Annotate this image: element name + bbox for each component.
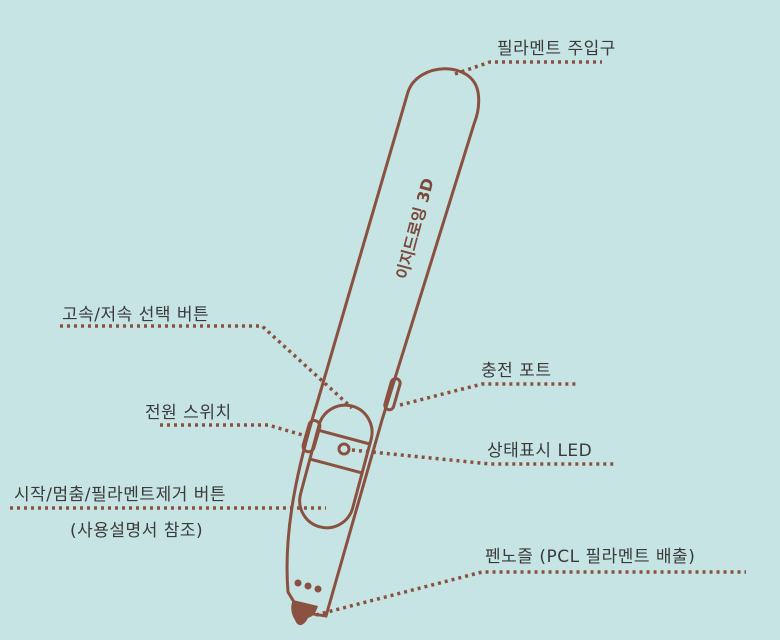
label-nozzle: 펜노즐 (PCL 필라멘트 배출) [485, 547, 696, 567]
leader-filament-inlet [454, 60, 602, 76]
label-speed-button: 고속/저속 선택 버튼 [62, 305, 210, 325]
label-start-stop-note: (사용설명서 참조) [70, 521, 204, 541]
label-start-stop-button: 시작/멈춤/필라멘트제거 버튼 [14, 485, 227, 505]
charge-port [383, 377, 402, 412]
nozzle-tip [291, 600, 318, 626]
label-status-led: 상태표시 LED [487, 441, 593, 461]
leader-lines [10, 60, 746, 617]
status-led [337, 442, 351, 456]
label-filament-inlet: 필라멘트 주입구 [497, 39, 616, 59]
leader-power-switch [160, 423, 307, 438]
label-charge-port: 충전 포트 [481, 361, 552, 381]
vent-dots [294, 579, 322, 593]
label-power-switch: 전원 스위치 [145, 403, 232, 423]
leader-nozzle [315, 570, 746, 617]
leader-charge-port [399, 382, 578, 407]
leader-speed-button [60, 324, 354, 410]
button-panel [298, 403, 374, 530]
pen-body-outline [285, 67, 481, 618]
